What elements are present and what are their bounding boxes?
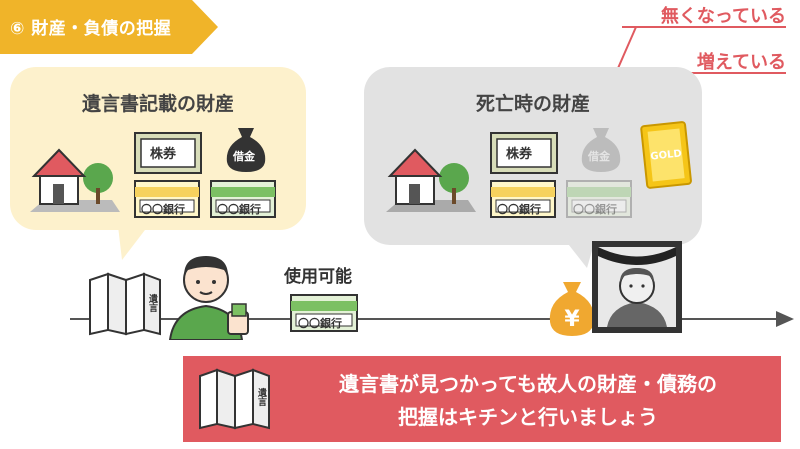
bank-passbook-label-2: 〇〇銀行 [217,203,261,216]
man-avatar [168,256,249,340]
bank-passbook-icon-2 [210,180,276,218]
stock-certificate-label-death: 株券 [506,147,533,162]
timeline-arrow-icon [776,311,794,327]
will-assets-title: 遺言書記載の財産 [81,93,234,115]
usable-label: 使用可能 [284,267,352,287]
bank-passbook-icon-1 [134,180,200,218]
yen-symbol: ¥ [564,307,580,332]
banner-will-document-icon: 遺言 [199,368,270,430]
debt-bag-label: 借金 [233,150,255,163]
section-tag: ⑥ 財産・負債の把握 [0,0,220,54]
conclusion-banner: 遺言 遺言書が見つかっても故人の財産・債務の 把握はキチンと行いましょう [183,356,781,442]
debt-bag-icon [226,128,266,172]
death-assets-title: 死亡時の財産 [475,93,590,115]
debt-bag-icon-faded [581,128,621,172]
will-document-label: 遺言 [147,293,159,313]
gold-bar-label: GOLD [650,148,682,162]
callout-lost: 無くなっている [660,6,786,27]
section-tag-shape [0,0,218,54]
bank-passbook-label-timeline: 〇〇銀行 [298,317,342,330]
house-icon [30,148,120,212]
bank-passbook-icon-death-faded [566,180,632,218]
stock-certificate-label: 株券 [150,147,177,162]
callout-lost-underline [622,26,786,28]
house-icon-death [386,148,476,212]
banner-will-document-label: 遺言 [256,387,268,407]
stock-certificate-icon [134,132,202,174]
will-bubble-tail [118,226,148,260]
section-tag-label: ⑥ 財産・負債の把握 [10,19,172,39]
yen-bag-icon: ¥ [549,282,595,336]
debt-bag-label-faded: 借金 [588,150,610,163]
bank-passbook-label-death-faded: 〇〇銀行 [573,203,617,216]
banner-text-line-2: 把握はキチンと行いましょう [398,405,658,429]
death-bubble-tail [565,240,595,268]
banner-text-line-1: 遺言書が見つかっても故人の財産・債務の [339,372,717,396]
timeline-line [70,318,782,320]
bank-passbook-label-1: 〇〇銀行 [141,203,185,216]
will-document-icon: 遺言 [89,272,161,336]
stock-certificate-icon-death [490,132,558,174]
bank-passbook-icon-death-1 [490,180,556,218]
memorial-portrait-icon [592,241,682,333]
bank-passbook-label-death-1: 〇〇銀行 [497,203,541,216]
gold-bar-icon: GOLD [640,121,692,189]
callout-gained: 増えている [696,52,786,73]
callout-gained-underline [668,72,786,74]
bank-passbook-icon-timeline [290,294,358,332]
